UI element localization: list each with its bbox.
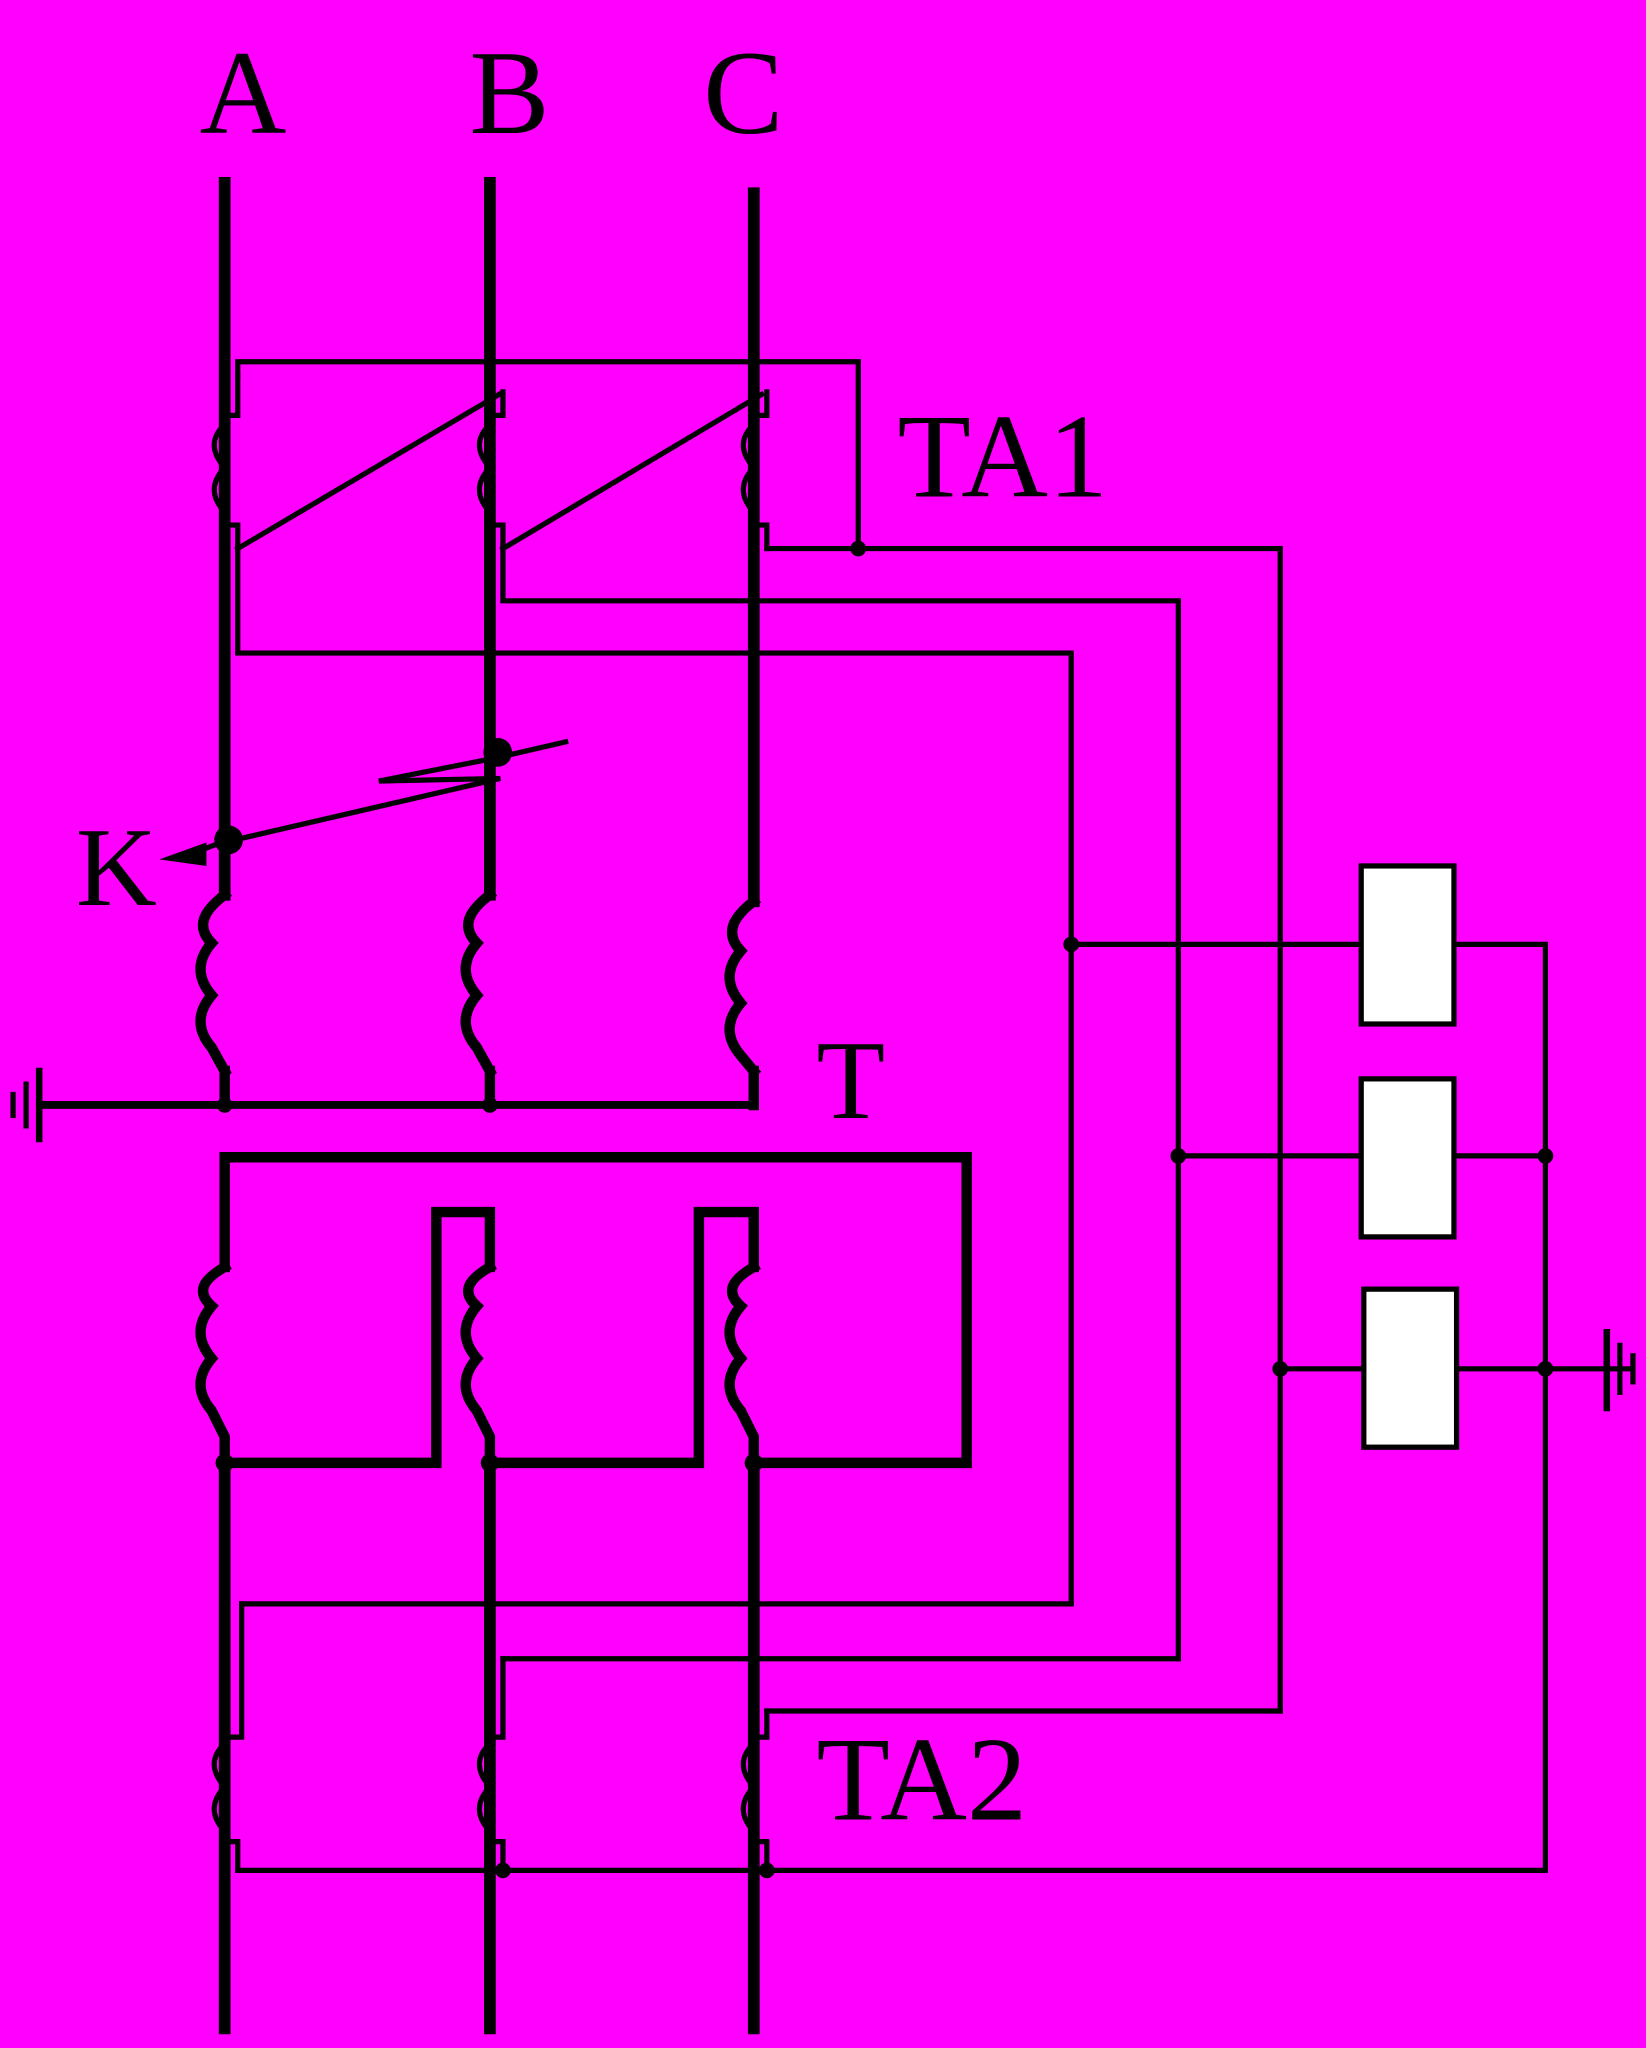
junction-ta1-top [850,540,867,557]
ta1-tap-a [222,373,241,418]
secondary-link-ab [219,1206,496,1469]
ta1-out-c [751,522,770,552]
junction-relay-1 [1063,936,1080,953]
ta1-tap-b [487,389,506,418]
ta1-label: TA1 [897,389,1108,522]
phase-b-label: B [469,26,549,159]
junction-return-3 [1537,1360,1554,1377]
relay-3 [1361,1286,1460,1450]
ta2-out-c [751,1839,770,1873]
fault-node-b [483,737,513,767]
junction-relay-2 [1170,1148,1187,1164]
ground-right-icon [1603,1328,1636,1412]
fault-lightning [232,738,569,843]
ta2-coil-b [476,1739,494,1835]
ta1-wiring [234,359,1283,1714]
junction-relay-3 [1272,1360,1289,1377]
ta1-out-a [222,522,241,552]
phase-a-label: A [200,26,287,159]
junction-ta2-c [758,1862,775,1879]
relay-2 [1358,1076,1457,1240]
ta1-c-return [764,545,1283,1714]
ta2-coils [211,1601,770,1873]
ta2-coil-a [211,1739,229,1835]
junction-ta2-b [495,1862,511,1879]
ta2-coil-c [740,1739,758,1835]
ta1-out-b [487,522,506,552]
transformer-secondary [195,1152,972,1469]
ta1-coil-c [740,420,758,516]
ta1-coils [211,373,770,552]
fault-k-label: K [76,806,157,930]
ta2-bottom-bus [235,941,1549,1873]
ground-left-icon [10,1067,43,1143]
ta2-out-a [222,1839,241,1873]
ta1-a-return [235,545,1074,1607]
secondary-link-bc [484,1206,759,1469]
ta1-diag-bc [499,390,766,553]
fault-k [159,737,569,866]
fault-arrow-head [159,842,207,866]
ta1-tap-c [751,389,770,418]
ta1-diag-ab [234,390,503,553]
primary-coil-a [195,887,233,1079]
ta2-tap-c [751,1708,770,1740]
ta1-coil-b [476,420,494,516]
secondary-coil-a [195,1259,232,1469]
secondary-coil-b [460,1259,497,1469]
secondary-top-bus [219,1152,972,1469]
transformer-t-label: T [816,1019,885,1143]
ta2-out-b [487,1839,506,1873]
secondary-coil-c [724,1259,761,1469]
ta2-wiring [235,941,1549,1873]
ta1-b-return [500,545,1181,1662]
ta2-tap-a [222,1601,245,1740]
ta2-label: TA2 [816,1712,1027,1845]
ta1-top-bus [235,359,861,552]
neutral-node-a [216,1097,233,1113]
transformer-primary [41,887,762,1111]
primary-coil-c [724,893,762,1079]
delta-node-a [215,1453,234,1472]
phase-c-label: C [703,26,783,159]
ta2-tap-b [487,1656,506,1740]
relay-1 [1358,863,1457,1027]
delta-node-b [480,1453,500,1472]
delta-node-c [744,1453,763,1472]
primary-coil-b [460,887,498,1079]
ta1-coil-a [211,420,229,516]
junction-return-2 [1537,1148,1554,1164]
neutral-node-b [482,1097,498,1113]
